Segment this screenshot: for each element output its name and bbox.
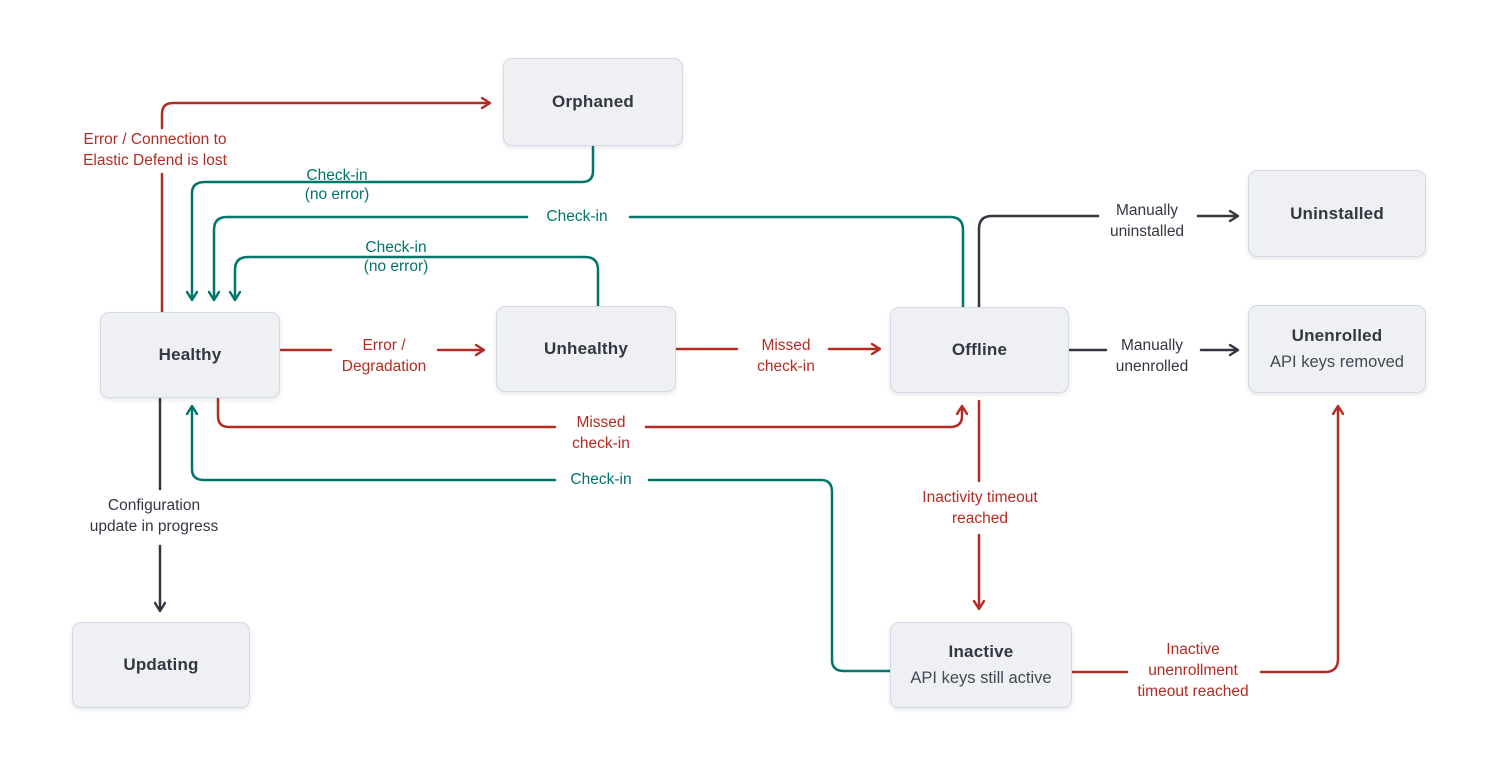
edge-label-missed-checkin-healthy: Missed check-in — [572, 414, 630, 452]
node-inactive-sublabel: API keys still active — [910, 669, 1052, 687]
node-inactive: Inactive API keys still active — [890, 622, 1072, 708]
edge-label-manually-uninstalled: Manually uninstalled — [1109, 202, 1185, 240]
node-unhealthy: Unhealthy — [496, 306, 676, 392]
edge-label-missed-checkin-unhealthy: Missed check-in — [757, 337, 815, 375]
node-uninstalled: Uninstalled — [1248, 170, 1426, 257]
edge-inactive-healthy-arrow — [185, 404, 557, 482]
node-unhealthy-label: Unhealthy — [544, 339, 628, 358]
node-uninstalled-label: Uninstalled — [1290, 203, 1384, 223]
edge-label-checkin-inactive: Check-in — [570, 471, 632, 488]
node-orphaned-label: Orphaned — [552, 92, 634, 111]
edge-healthy-offline-arrow — [644, 404, 969, 429]
node-unenrolled-label: Unenrolled — [1291, 326, 1383, 345]
node-unenrolled: Unenrolled API keys removed — [1248, 305, 1426, 393]
edge-label-manually-unenrolled: Manually unenrolled — [1115, 337, 1189, 375]
node-healthy: Healthy — [100, 312, 280, 398]
node-updating: Updating — [72, 622, 250, 708]
edge-offline-uninstalled — [977, 214, 1100, 309]
node-offline-label: Offline — [951, 340, 1008, 359]
edge-label-checkin-no-error-orphaned: Check-in (no error) — [304, 167, 370, 203]
edge-offline-healthy-arrow — [207, 215, 529, 302]
node-orphaned: Orphaned — [503, 58, 683, 146]
node-offline: Offline — [890, 307, 1069, 393]
edge-label-checkin-no-error-unhealthy: Check-in (no error) — [363, 239, 429, 275]
edge-inactive-healthy — [647, 478, 892, 673]
edge-healthy-orphaned-arrow — [160, 96, 492, 130]
edge-label-inactive-unenrollment-timeout: Inactive unenrollment timeout reached — [1137, 641, 1249, 700]
edge-inactive-unenrolled-arrow — [1259, 404, 1345, 674]
edge-label-error-connection-lost: Error / Connection to Elastic Defend is … — [83, 131, 227, 169]
edge-label-checkin-offline: Check-in — [546, 208, 608, 225]
node-healthy-label: Healthy — [158, 345, 222, 364]
edge-label-configuration-update: Configuration update in progress — [89, 497, 219, 535]
edge-label-error-degradation: Error / Degradation — [341, 337, 427, 375]
edge-offline-healthy — [628, 215, 965, 309]
node-inactive-label: Inactive — [948, 642, 1014, 661]
edge-unhealthy-healthy — [228, 255, 600, 308]
node-updating-label: Updating — [123, 655, 199, 674]
edge-label-inactivity-timeout: Inactivity timeout reached — [922, 489, 1038, 527]
edge-orphaned-healthy — [185, 145, 595, 302]
node-unenrolled-sublabel: API keys removed — [1270, 353, 1404, 371]
edge-healthy-offline — [216, 397, 557, 429]
